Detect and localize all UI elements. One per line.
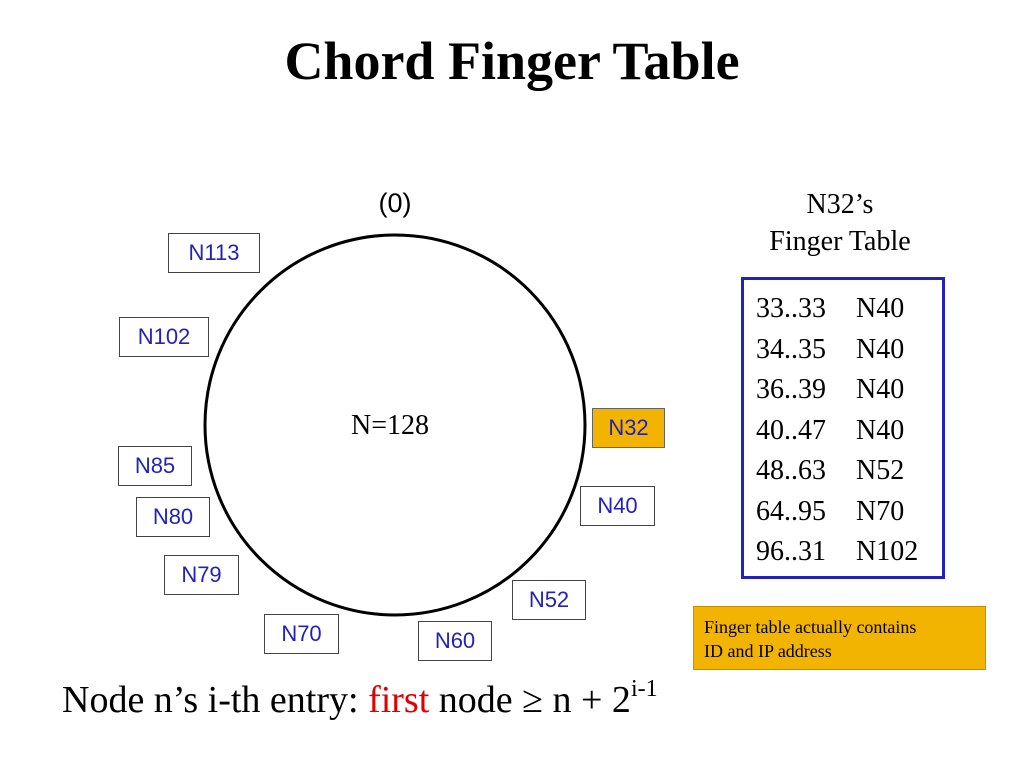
node-n52: N52 [512,580,586,620]
finger-entry-formula: Node n’s i-th entry: first node ≥ n + 2i… [62,676,658,722]
node-n79: N79 [164,555,239,595]
finger-table-heading: N32’s Finger Table [740,186,940,260]
node-n70: N70 [264,614,339,654]
ring-circle [203,233,587,617]
finger-node: N40 [856,374,905,405]
note-line-1: Finger table actually contains [704,617,917,637]
finger-range: 48..63 [756,455,826,486]
finger-table-row: 96..31 N102 [756,532,942,573]
finger-range: 96..31 [756,536,826,567]
node-n80: N80 [136,497,210,537]
formula-exponent: i-1 [630,676,658,702]
finger-table-row: 64..95 N70 [756,492,942,533]
finger-node: N102 [856,536,919,567]
node-n32: N32 [592,408,665,448]
node-n60: N60 [418,621,492,661]
finger-node: N70 [856,495,905,527]
node-n113: N113 [168,233,260,273]
finger-node: N40 [856,333,905,365]
finger-node: N40 [856,414,905,446]
note-line-2: ID and IP address [704,641,832,661]
finger-table-row: 40..47 N40 [756,411,942,452]
formula-prefix: Node n’s i-th entry: [62,679,369,721]
finger-table-heading-title: Finger Table [769,226,911,257]
finger-range: 36..39 [756,374,826,405]
finger-table-row: 36..39 N40 [756,370,942,411]
slide-title: Chord Finger Table [284,31,740,91]
formula-highlight: first [368,679,430,721]
finger-table-row: 48..63 N52 [756,451,942,492]
finger-range: 34..35 [756,333,826,365]
finger-range: 64..95 [756,495,826,527]
formula-middle: node ≥ n + 2 [429,679,631,721]
ring-size-label: N=128 [350,410,429,441]
finger-node: N40 [856,293,905,324]
finger-range: 40..47 [756,414,826,446]
node-n40: N40 [580,486,655,526]
ring-zero-label: (0) [378,188,412,218]
node-n85: N85 [118,446,192,486]
finger-range: 33..33 [756,293,826,324]
finger-table-row: 34..35 N40 [756,330,942,371]
finger-node: N52 [856,455,905,486]
finger-table-heading-owner: N32’s [806,189,874,220]
note-callout: Finger table actually contains ID and IP… [693,606,986,670]
node-n102: N102 [119,317,209,357]
finger-table-row: 33..33 N40 [756,289,942,330]
